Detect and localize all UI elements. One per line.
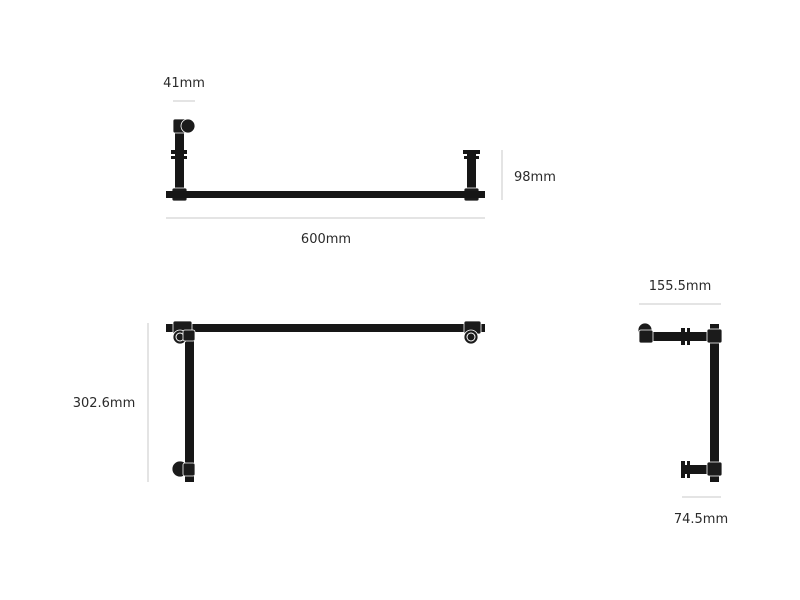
top-view-left-upright <box>175 124 184 196</box>
top-view-left-cap <box>180 118 196 134</box>
dim-label-74-5mm: 74.5mm <box>674 512 728 527</box>
side-view-post <box>710 324 719 482</box>
side-view: 155.5mm 74.5mm <box>637 279 728 527</box>
front-view-bar <box>166 324 485 332</box>
dim-label-302-6mm: 302.6mm <box>73 396 136 411</box>
side-view-bottom-flange <box>681 461 685 478</box>
front-view-bottom-tee <box>182 462 196 477</box>
dim-label-155-5mm: 155.5mm <box>649 279 712 294</box>
side-view-top-tee <box>706 328 723 344</box>
front-view: 302.6mm <box>73 320 485 482</box>
top-view-left-flange-lower <box>171 156 187 159</box>
dim-label-600mm: 600mm <box>301 232 351 247</box>
top-view: 41mm 98mm 600mm <box>163 76 556 247</box>
side-view-top-flange-lower <box>687 328 690 345</box>
top-view-bar <box>166 191 485 198</box>
side-view-bottom-flange-lower <box>687 461 690 478</box>
side-view-top-elbow <box>638 329 654 344</box>
front-view-right-flange <box>463 329 479 345</box>
dim-label-98mm: 98mm <box>514 170 556 185</box>
dim-label-41mm: 41mm <box>163 76 205 91</box>
top-view-right-flange <box>463 150 480 154</box>
side-view-top-flange <box>681 328 685 345</box>
top-view-left-flange <box>171 150 187 154</box>
front-view-left-elbow <box>182 329 196 342</box>
front-view-leg <box>185 332 194 482</box>
side-view-bottom-arm <box>682 465 713 474</box>
front-view-right-flange-ring <box>466 332 476 342</box>
side-view-bottom-tee <box>706 461 723 477</box>
top-view-right-upright <box>467 150 476 196</box>
side-view-top-arm <box>641 332 713 341</box>
top-view-right-flange-lower <box>464 156 479 159</box>
